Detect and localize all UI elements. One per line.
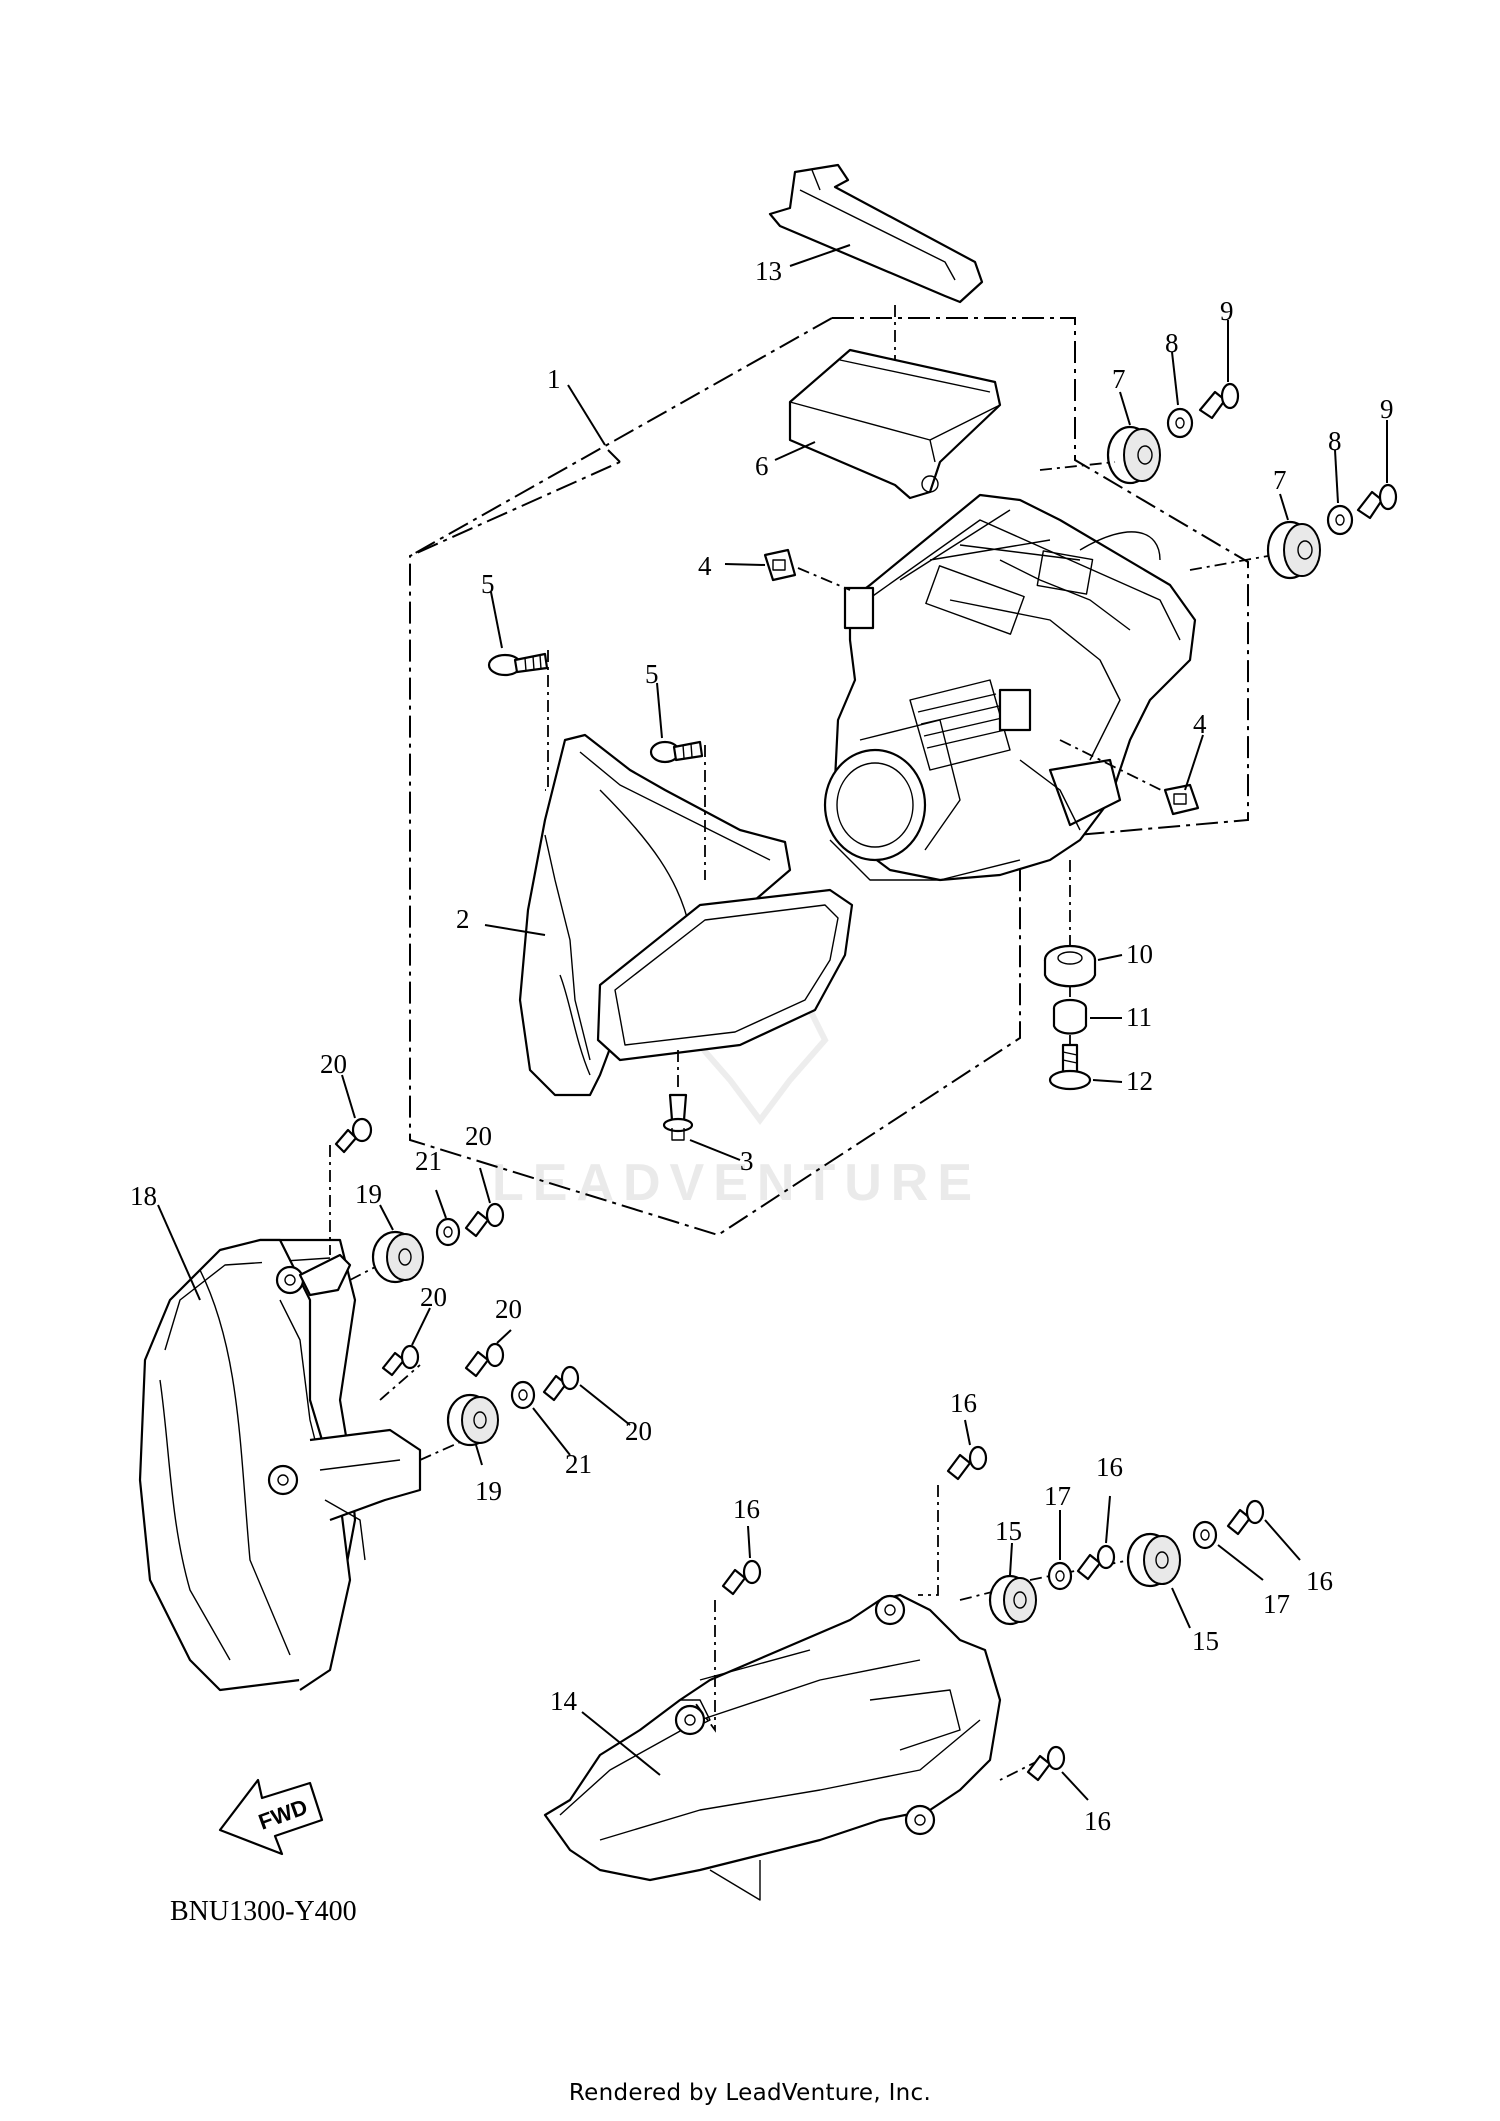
grommet-19b — [446, 1393, 499, 1447]
callout-16c: 16 — [1096, 1452, 1123, 1482]
callout-8a: 8 — [1165, 328, 1179, 358]
callout-16b: 16 — [950, 1388, 977, 1418]
callout-17a: 17 — [1044, 1481, 1071, 1511]
callout-12: 12 — [1126, 1066, 1153, 1096]
callout-21a: 21 — [415, 1146, 442, 1176]
grommet-15b — [1126, 1532, 1181, 1588]
left-headlight-18 — [138, 1238, 422, 1692]
screw-16a — [721, 1559, 762, 1596]
callout-19a: 19 — [355, 1179, 382, 1209]
clip-3 — [662, 1093, 694, 1141]
washer-17b — [1192, 1520, 1218, 1550]
screw-9b — [1356, 483, 1398, 520]
headlight-housing — [823, 493, 1197, 882]
callout-4b: 4 — [1193, 709, 1207, 739]
screw-9a — [1198, 382, 1240, 420]
washer-21a — [435, 1217, 461, 1247]
callout-3: 3 — [740, 1146, 754, 1176]
callout-16d: 16 — [1306, 1566, 1333, 1596]
screw-16e — [1026, 1745, 1066, 1782]
grommet-7b — [1266, 520, 1321, 580]
washer-8a — [1166, 407, 1194, 439]
screw-20c — [381, 1344, 420, 1377]
callout-11: 11 — [1126, 1002, 1152, 1032]
screw-16d — [1226, 1499, 1265, 1536]
grommet-19a — [371, 1230, 424, 1284]
bolt-12 — [1048, 1043, 1092, 1091]
callout-17b: 17 — [1263, 1589, 1290, 1619]
callout-20b: 20 — [465, 1121, 492, 1151]
screw-16b — [946, 1445, 988, 1481]
control-unit-6 — [788, 348, 1002, 500]
screw-20e — [542, 1365, 580, 1402]
screw-16c — [1076, 1544, 1116, 1581]
collar-11 — [1052, 998, 1088, 1035]
callout-7a: 7 — [1112, 364, 1126, 394]
washer-21b — [510, 1380, 536, 1410]
fwd-arrow-icon: FWD — [218, 1778, 324, 1856]
callout-5b: 5 — [645, 659, 659, 689]
bezel-2 — [518, 733, 854, 1097]
bracket-13 — [768, 163, 984, 304]
callout-8b: 8 — [1328, 426, 1342, 456]
clip-nut-4a — [763, 548, 797, 582]
screw-20d — [464, 1342, 505, 1378]
callout-7b: 7 — [1273, 465, 1287, 495]
callout-6: 6 — [755, 451, 769, 481]
clip-nut-4b — [1163, 783, 1200, 816]
grommet-7a — [1106, 425, 1161, 485]
position-light-14 — [543, 1593, 1002, 1901]
callout-2: 2 — [456, 904, 470, 934]
leader-lines — [157, 244, 1388, 1801]
watermark-text: LEADVENTURE — [492, 1154, 981, 1212]
screw-5a — [487, 652, 549, 677]
screw-20a — [334, 1117, 373, 1154]
callout-9a: 9 — [1220, 296, 1234, 326]
callout-1: 1 — [547, 364, 561, 394]
callouts: 1 2 3 4 4 5 5 6 7 7 8 8 9 9 10 11 12 13 … — [130, 256, 1394, 1836]
callout-18: 18 — [130, 1181, 157, 1211]
callout-9b: 9 — [1380, 394, 1394, 424]
callout-15b: 15 — [1192, 1626, 1219, 1656]
callout-10: 10 — [1126, 939, 1153, 969]
callout-4a: 4 — [698, 551, 712, 581]
callout-13: 13 — [755, 256, 782, 286]
washer-8b — [1326, 504, 1354, 536]
callout-16a: 16 — [733, 1494, 760, 1524]
screw-20b — [464, 1202, 505, 1238]
callout-20a: 20 — [320, 1049, 347, 1079]
callout-20d: 20 — [495, 1294, 522, 1324]
grommet-10 — [1043, 944, 1097, 988]
diagram-code: BNU1300-Y400 — [170, 1896, 357, 1927]
washer-17a — [1047, 1561, 1073, 1591]
callout-15a: 15 — [995, 1516, 1022, 1546]
callout-20e: 20 — [625, 1416, 652, 1446]
callout-20c: 20 — [420, 1282, 447, 1312]
grommet-15a — [988, 1574, 1037, 1626]
screw-5b — [649, 740, 704, 764]
callout-19b: 19 — [475, 1476, 502, 1506]
callout-14: 14 — [550, 1686, 578, 1716]
callout-16e: 16 — [1084, 1806, 1111, 1836]
footer-credit: Rendered by LeadVenture, Inc. — [568, 2080, 932, 2106]
callout-21b: 21 — [565, 1449, 592, 1479]
callout-5a: 5 — [481, 569, 495, 599]
